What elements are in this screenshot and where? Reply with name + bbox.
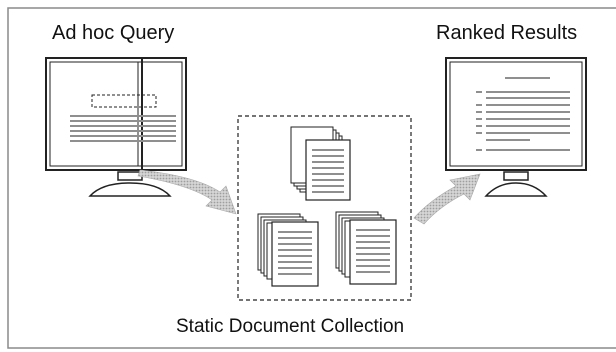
arrow-query-to-collection xyxy=(137,169,237,215)
outer-frame xyxy=(7,7,616,349)
document-stack-right xyxy=(335,211,397,285)
query-label: Ad hoc Query xyxy=(52,22,175,44)
results-monitor-neck xyxy=(503,171,529,181)
results-monitor xyxy=(445,57,587,197)
query-monitor-base xyxy=(88,182,172,197)
results-label: Ranked Results xyxy=(436,22,578,44)
arrow-collection-to-results xyxy=(413,173,481,225)
collection-box xyxy=(237,115,412,301)
document-stack-left xyxy=(257,213,319,287)
query-box xyxy=(91,94,157,108)
query-text-lines xyxy=(70,115,176,142)
results-monitor-base xyxy=(484,182,548,197)
ranked-result-lines xyxy=(476,91,570,151)
collection-label: Static Document Collection xyxy=(176,316,405,337)
document-stack-top xyxy=(290,126,351,201)
